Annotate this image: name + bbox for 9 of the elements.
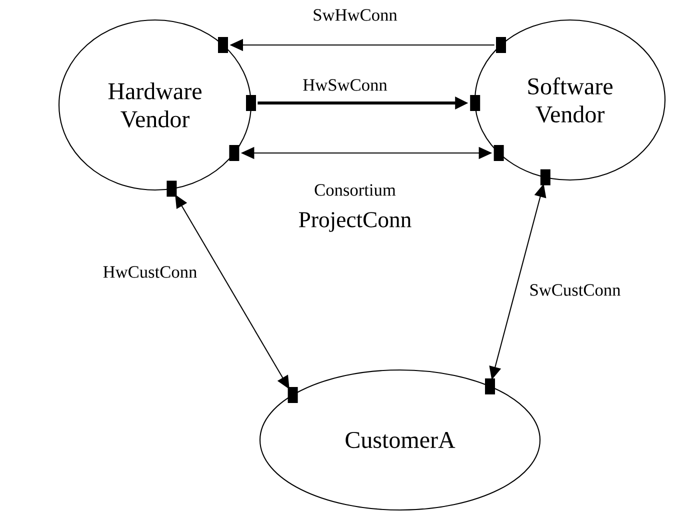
edge-label: ProjectConn xyxy=(299,212,412,232)
text-label: Consortium xyxy=(314,184,396,196)
ellipse-node: CustomerA xyxy=(259,369,541,511)
ellipse-node: Software Vendor xyxy=(474,19,666,181)
edge-label: HwCustConn xyxy=(103,266,197,278)
edge-label: SwHwConn xyxy=(314,9,398,21)
edge-label: HwSwConn xyxy=(303,79,388,91)
ellipse-node: Hardware Vendor xyxy=(58,19,252,191)
edge-label: SwCustConn xyxy=(530,284,620,296)
